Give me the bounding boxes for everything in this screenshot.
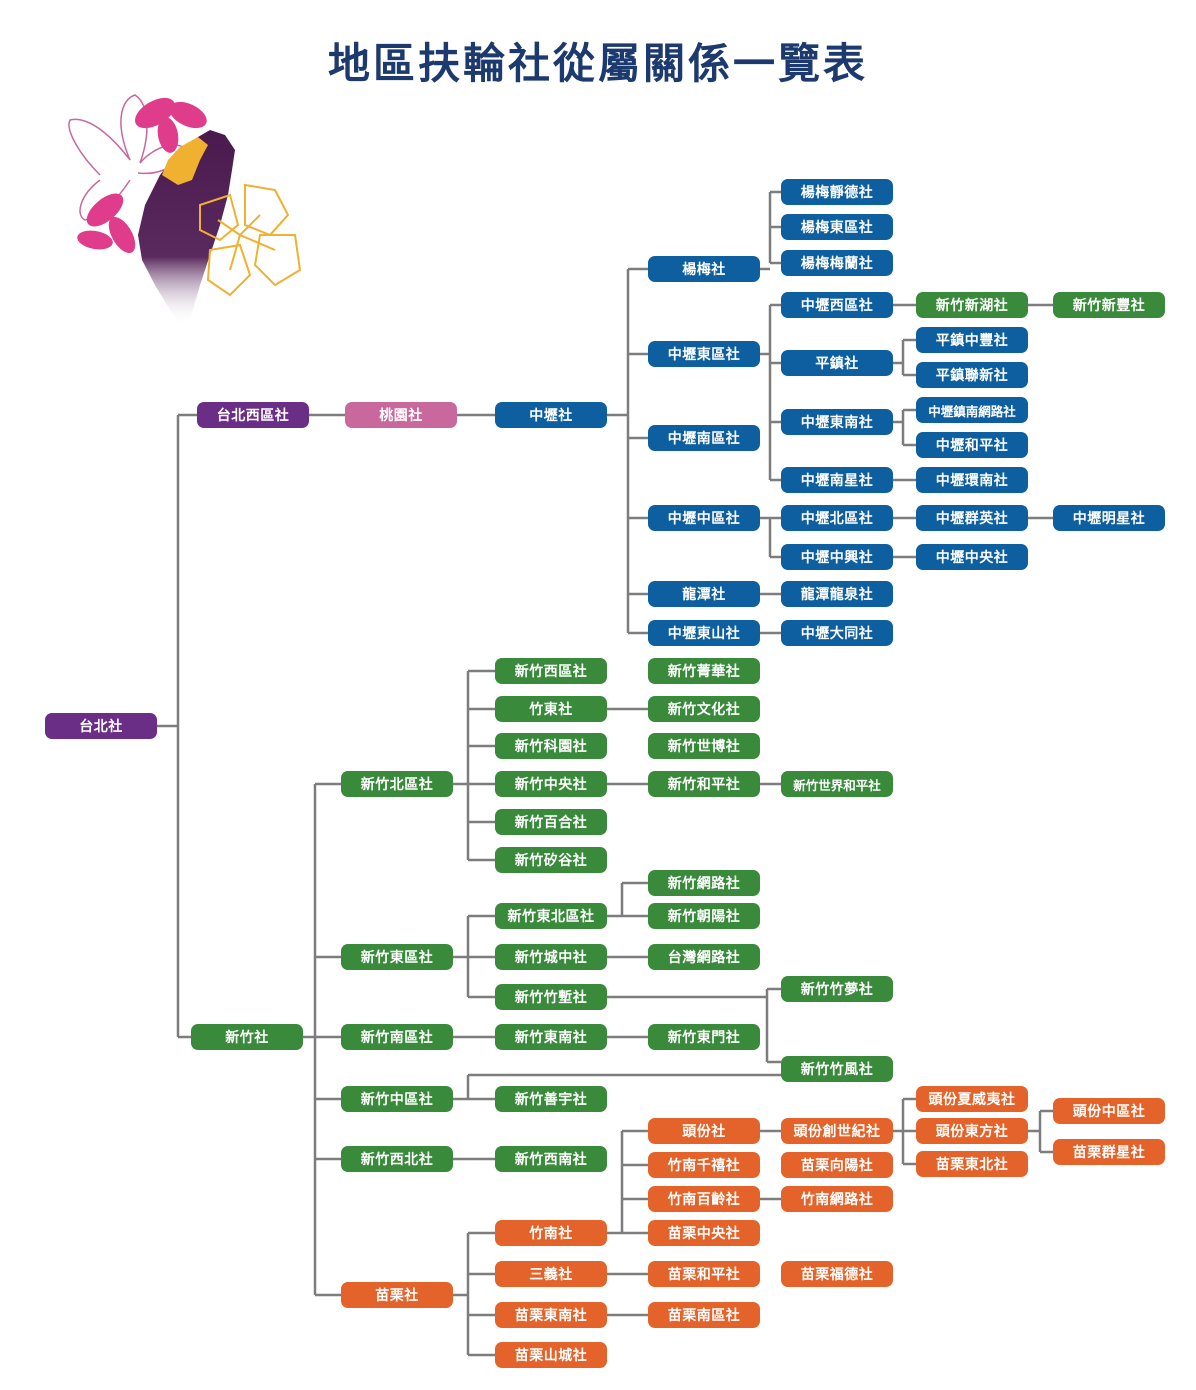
- pink-flower-icon: [77, 97, 207, 254]
- club-node-yangmei-jingde: 楊梅靜德社: [781, 179, 893, 205]
- club-node-zhudong: 竹東社: [495, 696, 607, 722]
- club-node-pingzhen-lianxin: 平鎮聯新社: [916, 362, 1028, 388]
- yellow-flower-outline-icon: [199, 183, 302, 297]
- club-node-toufen-zhongqu: 頭份中區社: [1053, 1098, 1165, 1124]
- club-node-longtan: 龍潭社: [648, 581, 760, 607]
- club-node-hc-zhufeng: 新竹竹風社: [781, 1056, 893, 1082]
- club-node-taipei: 台北社: [45, 713, 157, 739]
- club-node-tw-net: 台灣網路社: [648, 944, 760, 970]
- club-node-zhongli-town-net: 中壢鎮南網路社: [916, 397, 1028, 423]
- club-node-zhongli-peace: 中壢和平社: [916, 432, 1028, 458]
- club-node-hc-zhumeng: 新竹竹夢社: [781, 976, 893, 1002]
- club-node-yangmei-east: 楊梅東區社: [781, 214, 893, 240]
- club-node-ml-xiangyang: 苗栗向陽社: [781, 1152, 893, 1178]
- club-node-hc-jinghua: 新竹菁華社: [648, 658, 760, 684]
- club-node-hc-chengzhong: 新竹城中社: [495, 944, 607, 970]
- club-node-yangmei: 楊梅社: [648, 256, 760, 282]
- club-node-hc-peace: 新竹和平社: [648, 771, 760, 797]
- club-node-zhongli-nanxing: 中壢南星社: [781, 467, 893, 493]
- club-node-zhongli-dongshan: 中壢東山社: [648, 620, 760, 646]
- taiwan-map-icon: [138, 130, 235, 325]
- page-title: 地區扶輪社從屬關係一覽表: [327, 39, 868, 88]
- club-node-hc-north: 新竹北區社: [341, 771, 453, 797]
- club-node-zhongli-west: 中壢西區社: [781, 292, 893, 318]
- club-node-zhongli-zhongyang: 中壢中央社: [916, 544, 1028, 570]
- club-node-hc-centralarea: 新竹中區社: [341, 1086, 453, 1112]
- club-node-zhongli-south: 中壢南區社: [648, 425, 760, 451]
- club-node-hc-dongmen: 新竹東門社: [648, 1024, 760, 1050]
- club-node-pingzhen: 平鎮社: [781, 350, 893, 376]
- club-node-ml-fude: 苗栗福德社: [781, 1261, 893, 1287]
- club-node-pingzhen-zhongfeng: 平鎮中豐社: [916, 327, 1028, 353]
- club-node-zhongli: 中壢社: [495, 402, 607, 428]
- club-node-hc-eastsouth: 新竹東南社: [495, 1024, 607, 1050]
- club-node-zhongli-datong: 中壢大同社: [781, 620, 893, 646]
- club-node-hc-west: 新竹西區社: [495, 658, 607, 684]
- club-node-ml-dongbei: 苗栗東北社: [916, 1151, 1028, 1177]
- club-node-hc-westsouth: 新竹西南社: [495, 1146, 607, 1172]
- club-node-toufen-hawaii: 頭份夏威夷社: [916, 1086, 1028, 1112]
- taiwan-flower-illustration: [68, 94, 302, 325]
- club-node-hc-wenhua: 新竹文化社: [648, 696, 760, 722]
- club-node-zhongli-zhongxing: 中壢中興社: [781, 544, 893, 570]
- club-node-hc-westnorth: 新竹西北社: [341, 1146, 453, 1172]
- club-node-zhongli-central: 中壢中區社: [648, 505, 760, 531]
- club-node-hc-baihe: 新竹百合社: [495, 809, 607, 835]
- club-node-taoyuan: 桃園社: [345, 402, 457, 428]
- club-node-miaoli: 苗栗社: [341, 1282, 453, 1308]
- club-node-taipei-west: 台北西區社: [197, 402, 309, 428]
- club-node-hc-eastnorth: 新竹東北區社: [495, 903, 607, 929]
- club-node-toufen: 頭份社: [648, 1118, 760, 1144]
- club-node-ml-peace: 苗栗和平社: [648, 1261, 760, 1287]
- club-node-hc-world-peace: 新竹世界和平社: [781, 771, 893, 797]
- club-node-hc-central: 新竹中央社: [495, 771, 607, 797]
- club-node-ml-shancheng: 苗栗山城社: [495, 1342, 607, 1368]
- club-node-hc-science: 新竹科園社: [495, 733, 607, 759]
- club-node-hsinchu: 新竹社: [191, 1024, 303, 1050]
- club-node-zhunan-bailing: 竹南百齡社: [648, 1186, 760, 1212]
- club-node-zhongli-huannan: 中壢環南社: [916, 467, 1028, 493]
- club-node-ml-nanqu: 苗栗南區社: [648, 1302, 760, 1328]
- club-node-hc-east: 新竹東區社: [341, 944, 453, 970]
- club-node-zhunan: 竹南社: [495, 1220, 607, 1246]
- club-node-zhongli-north: 中壢北區社: [781, 505, 893, 531]
- taoyuan-hsinchu-region-icon: [162, 137, 208, 185]
- club-node-hc-south: 新竹南區社: [341, 1024, 453, 1050]
- club-node-zhongli-qunying: 中壢群英社: [916, 505, 1028, 531]
- club-node-hc-net: 新竹網路社: [648, 870, 760, 896]
- club-node-toufen-century: 頭份創世紀社: [781, 1118, 893, 1144]
- club-node-hsinchu-xinfeng: 新竹新豐社: [1053, 292, 1165, 318]
- club-node-longtan-longquan: 龍潭龍泉社: [781, 581, 893, 607]
- club-node-toufen-dongfang: 頭份東方社: [916, 1118, 1028, 1144]
- club-node-hc-zhuqian: 新竹竹塹社: [495, 984, 607, 1010]
- club-node-zhunan-net: 竹南網路社: [781, 1186, 893, 1212]
- club-node-sanyi: 三義社: [495, 1261, 607, 1287]
- club-node-yangmei-meilan: 楊梅梅蘭社: [781, 250, 893, 276]
- club-node-hc-chaoyang: 新竹朝陽社: [648, 903, 760, 929]
- club-node-zhongli-east: 中壢東區社: [648, 341, 760, 367]
- club-node-ml-zhongyang: 苗栗中央社: [648, 1220, 760, 1246]
- club-node-zhongli-mingxing: 中壢明星社: [1053, 505, 1165, 531]
- club-node-hc-shanyu: 新竹善宇社: [495, 1086, 607, 1112]
- club-node-zhongli-eastsouth: 中壢東南社: [781, 409, 893, 435]
- club-node-ml-dongnan: 苗栗東南社: [495, 1302, 607, 1328]
- club-node-hsinchu-xinhu: 新竹新湖社: [916, 292, 1028, 318]
- club-node-hc-shibo: 新竹世博社: [648, 733, 760, 759]
- club-node-ml-qunxing: 苗栗群星社: [1053, 1139, 1165, 1165]
- club-node-zhunan-qianxi: 竹南千禧社: [648, 1152, 760, 1178]
- club-node-hc-guigu: 新竹矽谷社: [495, 847, 607, 873]
